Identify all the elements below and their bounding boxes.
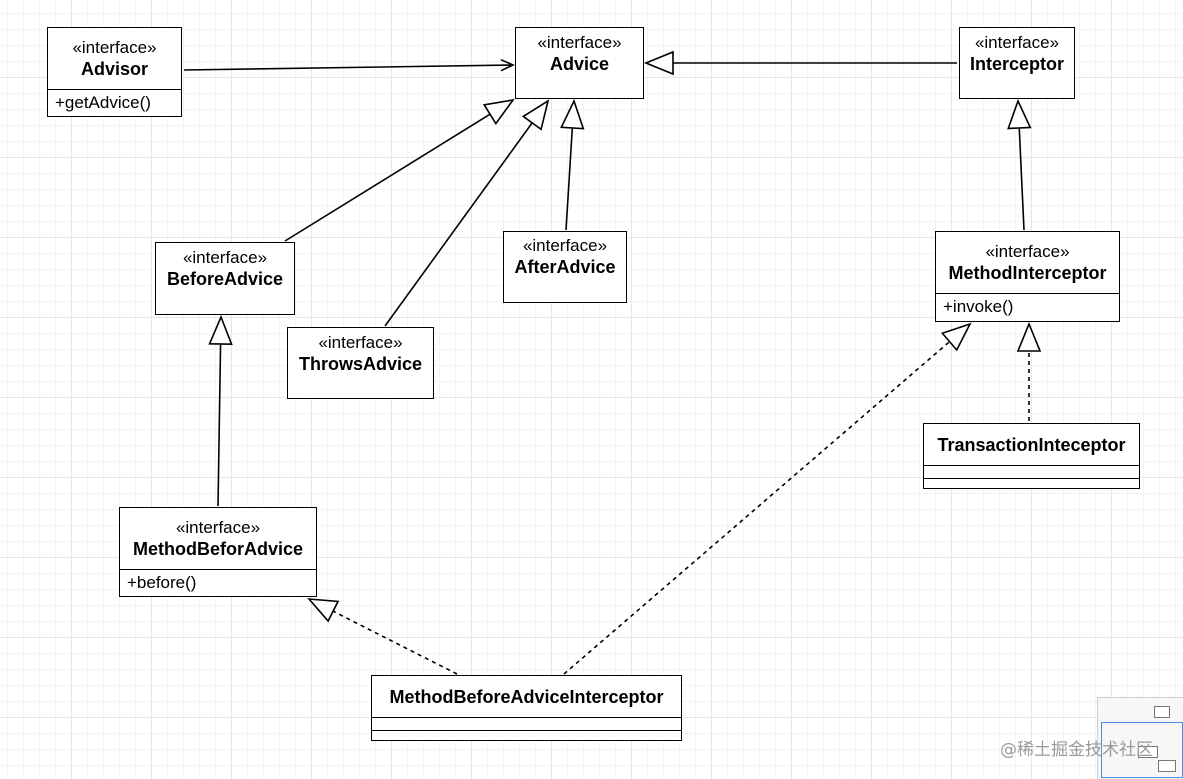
- class-name: MethodBeforeAdviceInterceptor: [389, 686, 664, 707]
- edge-before-advice-to-advice[interactable]: [284, 113, 491, 242]
- node-before-advice[interactable]: «interface» BeforeAdvice: [155, 242, 295, 315]
- member-item: +getAdvice(): [55, 93, 151, 112]
- hollow-triangle-arrowhead: [307, 598, 340, 623]
- node-transaction-interceptor[interactable]: TransactionInteceptor: [923, 423, 1140, 489]
- member-list: +invoke(): [936, 293, 1119, 320]
- member-list: +before(): [120, 569, 316, 596]
- stereotype-label: «interface»: [175, 518, 261, 537]
- class-name: TransactionInteceptor: [937, 434, 1126, 455]
- node-method-before-advice-interceptor[interactable]: MethodBeforeAdviceInterceptor: [371, 675, 682, 741]
- hollow-triangle-arrowhead: [482, 98, 515, 125]
- stereotype-label: «interface»: [522, 236, 608, 255]
- node-interceptor[interactable]: «interface» Interceptor: [959, 27, 1075, 99]
- class-name: ThrowsAdvice: [298, 354, 423, 374]
- watermark: @稀土掘金技术社区: [1000, 740, 1153, 760]
- node-advisor[interactable]: «interface» Advisor +getAdvice(): [47, 27, 182, 117]
- hollow-triangle-arrowhead: [940, 322, 972, 352]
- class-name: MethodBeforAdvice: [132, 539, 303, 559]
- attributes-compartment: [924, 465, 1139, 478]
- class-name: Advisor: [80, 59, 149, 79]
- stereotype-label: «interface»: [72, 38, 157, 57]
- hollow-triangle-arrowhead: [1016, 321, 1042, 352]
- node-after-advice[interactable]: «interface» AfterAdvice: [503, 231, 627, 303]
- operations-compartment: [372, 730, 681, 740]
- edge-method-before-advice-to-before-advice[interactable]: [217, 343, 222, 507]
- stereotype-label: «interface»: [985, 242, 1070, 261]
- class-name: Advice: [549, 54, 610, 74]
- class-name: MethodInterceptor: [948, 263, 1107, 283]
- hollow-triangle-arrowhead: [643, 50, 674, 76]
- hollow-triangle-arrowhead: [1007, 98, 1032, 130]
- attributes-compartment: [372, 717, 681, 730]
- open-arrowhead: [500, 58, 515, 72]
- edge-after-advice-to-advice[interactable]: [565, 127, 574, 231]
- node-throws-advice[interactable]: «interface» ThrowsAdvice: [287, 327, 434, 399]
- stereotype-label: «interface»: [318, 333, 403, 352]
- member-item: +invoke(): [943, 297, 1014, 316]
- node-advice[interactable]: «interface» Advice: [515, 27, 644, 99]
- member-list: +getAdvice(): [48, 89, 181, 116]
- edge-method-before-advice-interceptor-to-method-interceptor[interactable]: [563, 341, 951, 675]
- edge-method-interceptor-to-interceptor[interactable]: [1018, 127, 1025, 231]
- hollow-triangle-arrowhead: [208, 314, 233, 345]
- edge-advisor-to-advice[interactable]: [183, 64, 514, 71]
- stereotype-label: «interface»: [182, 248, 268, 267]
- stereotype-label: «interface»: [537, 33, 622, 52]
- minimap-shape: [1158, 760, 1176, 772]
- hollow-triangle-arrowhead: [560, 98, 585, 130]
- minimap-shape: [1138, 746, 1158, 758]
- operations-compartment: [924, 478, 1139, 488]
- class-name: BeforeAdvice: [166, 269, 284, 289]
- minimap-shape: [1154, 706, 1170, 718]
- edge-method-before-advice-interceptor-to-method-before-advice[interactable]: [332, 610, 458, 675]
- node-method-before-advice[interactable]: «interface» MethodBeforAdvice +before(): [119, 507, 317, 597]
- member-item: +before(): [127, 573, 197, 592]
- edge-throws-advice-to-advice[interactable]: [384, 122, 533, 327]
- node-method-interceptor[interactable]: «interface» MethodInterceptor +invoke(): [935, 231, 1120, 322]
- stereotype-label: «interface»: [974, 33, 1060, 52]
- class-name: Interceptor: [969, 54, 1065, 74]
- hollow-triangle-arrowhead: [521, 99, 550, 131]
- class-name: AfterAdvice: [514, 257, 616, 277]
